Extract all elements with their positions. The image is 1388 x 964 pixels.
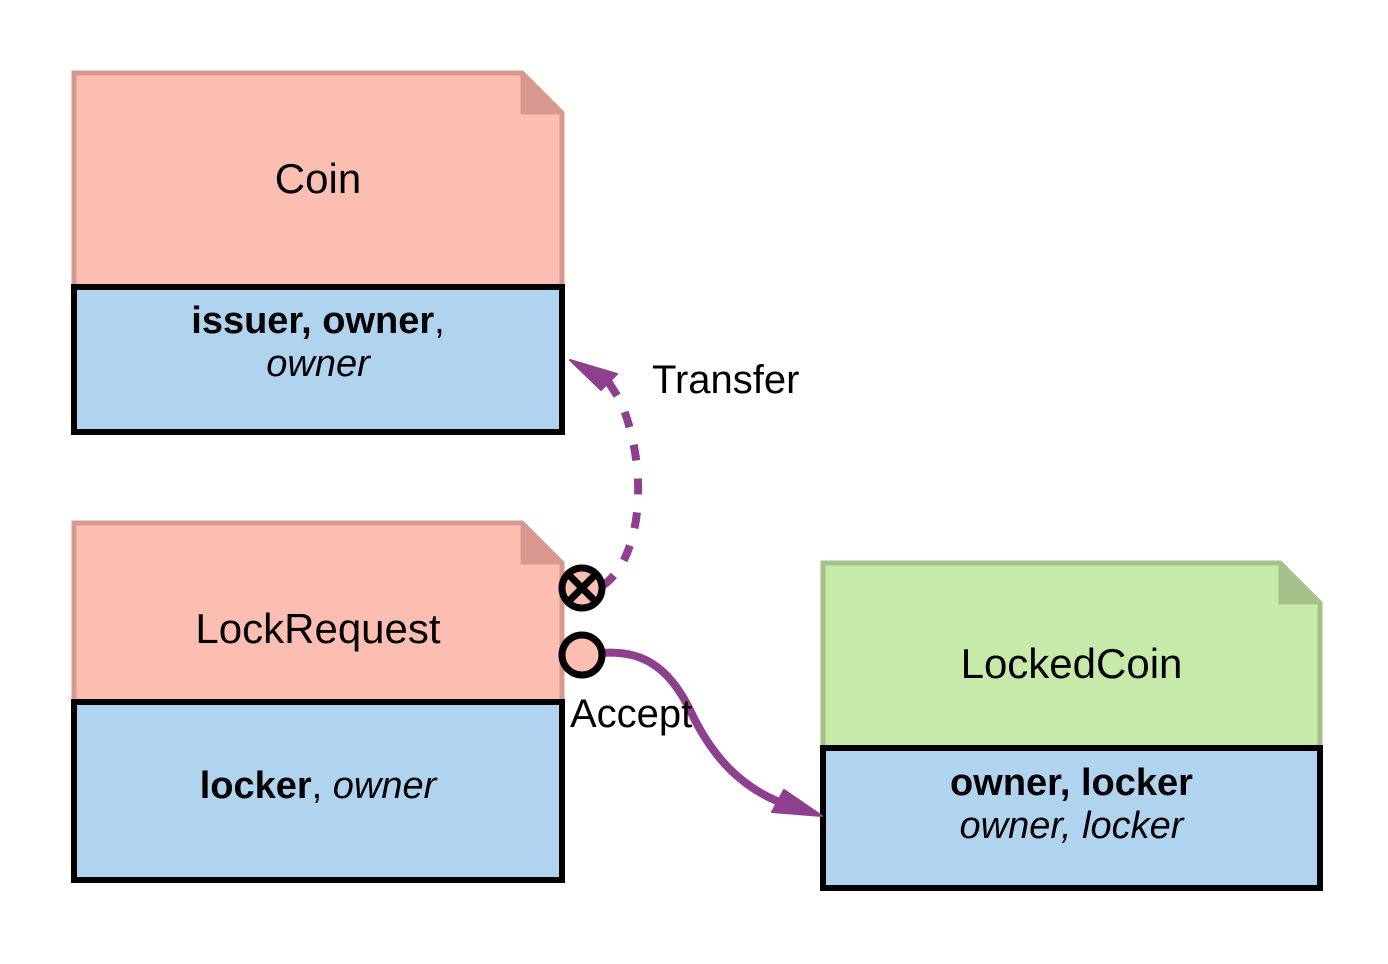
lockrequest-transfer-port[interactable] [558, 564, 606, 612]
node-coin[interactable] [71, 70, 565, 435]
lockedcoin-body-shape [820, 745, 1323, 891]
transfer-edge-arrowhead [569, 359, 618, 391]
node-lockrequest[interactable] [71, 520, 565, 883]
lockedcoin-header-shape [820, 560, 1323, 751]
lockrequest-accept-port[interactable] [558, 631, 606, 679]
accept-edge[interactable] [598, 648, 823, 817]
coin-header-shape [71, 70, 565, 290]
node-lockedcoin[interactable] [820, 560, 1323, 891]
coin-body-shape [71, 284, 565, 435]
lockrequest-fold-corner [520, 521, 564, 565]
circle-port-icon [558, 631, 606, 679]
lockrequest-body-shape [71, 699, 565, 883]
lockrequest-header-shape [71, 520, 565, 705]
accept-edge-path [598, 648, 794, 810]
lockedcoin-fold-corner [1278, 561, 1322, 605]
transfer-edge-path [598, 369, 643, 590]
accept-edge-arrowhead [771, 789, 823, 817]
coin-fold-corner [520, 71, 564, 115]
transfer-edge-label: Transfer [652, 358, 800, 402]
accept-edge-label: Accept [570, 692, 693, 736]
transfer-edge[interactable] [569, 359, 643, 590]
circled-x-icon-stroke-2 [565, 571, 599, 605]
